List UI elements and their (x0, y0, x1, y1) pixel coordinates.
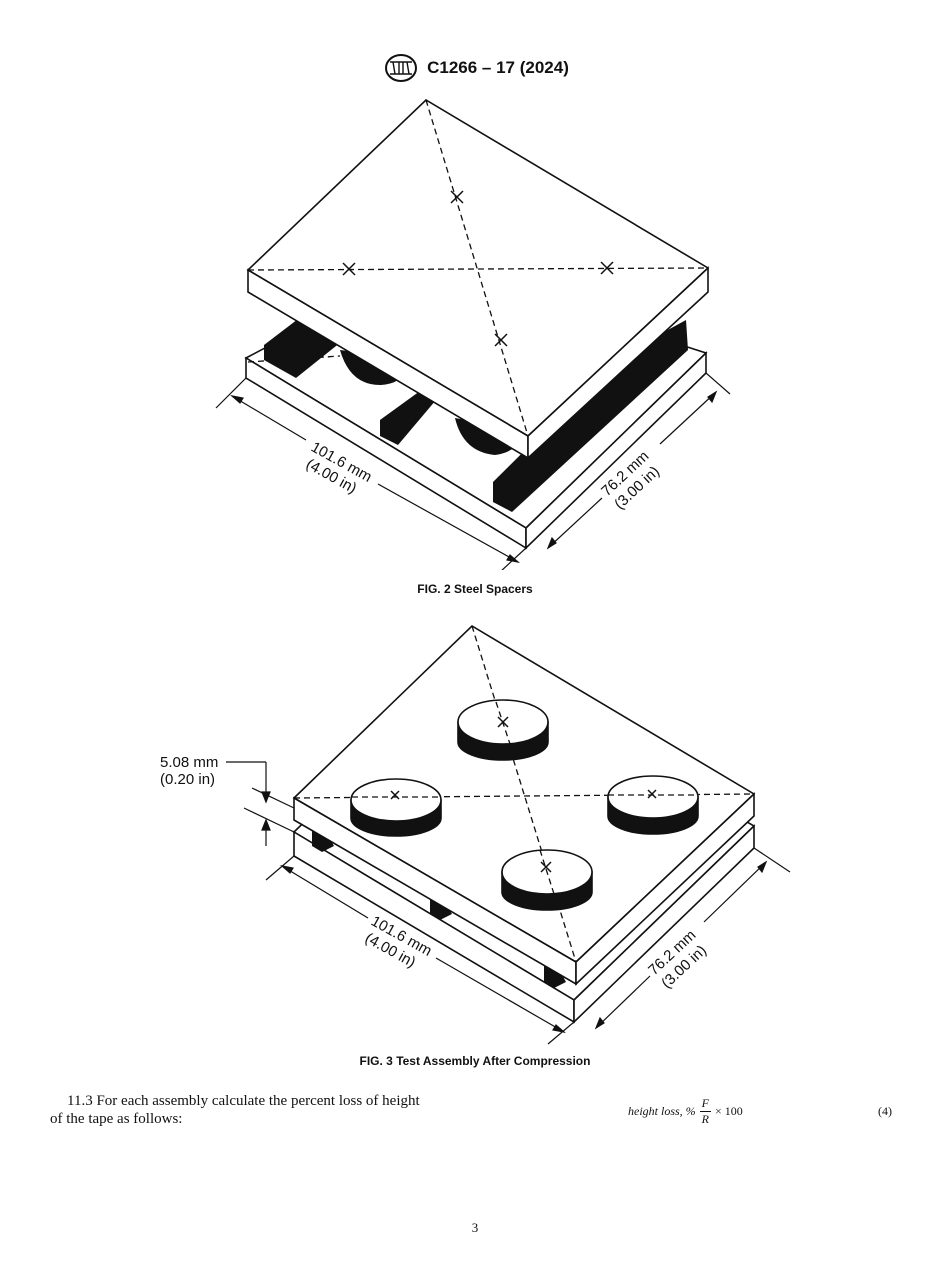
fig2-dimension-lines (215, 372, 731, 570)
equation-number: (4) (878, 1104, 892, 1118)
section-11-3-paragraph: 11.3 For each assembly calculate the per… (50, 1092, 470, 1128)
fig2-caption: FIG. 2 Steel Spacers (417, 582, 533, 596)
section-text-line2: of the tape as follows: (50, 1111, 183, 1127)
fig3-dimension-lines (265, 847, 791, 1045)
page-number: 3 (471, 1220, 479, 1235)
equation-denominator: R (701, 1112, 710, 1126)
fig2-bottom-plate-hidden-line (247, 355, 341, 363)
fig2-steel-spacers (264, 316, 688, 512)
fig3-caption: FIG. 3 Test Assembly After Compression (359, 1054, 591, 1068)
fig2-top-plate (246, 99, 710, 460)
equation-4: height loss, % F R × 100 (628, 1096, 743, 1127)
fig2-center-marks (342, 190, 614, 347)
fig3-gap-dim-mm: 5.08 mm (160, 754, 218, 771)
section-number: 11.3 (67, 1093, 93, 1109)
equation-numerator: F (699, 1096, 712, 1112)
fig2-diagonals (247, 99, 709, 437)
equation-fraction: F R (699, 1096, 712, 1127)
section-text-line1: For each assembly calculate the percent … (96, 1093, 420, 1109)
standard-designation: C1266 – 17 (2024) (427, 58, 569, 77)
fig3-center-marks (390, 716, 657, 873)
page-header: C1266 – 17 (2024) (0, 52, 950, 84)
fig3-drawing: 5.08 mm (0.20 in) 101.6 mm (4.00 in) 76.… (160, 624, 791, 1045)
equation-rhs: × 100 (715, 1104, 743, 1118)
astm-logo-icon (385, 54, 418, 82)
equation-lhs: height loss, % (628, 1104, 696, 1118)
fig2-drawing: 101.6 mm (4.00 in) 76.2 mm (3.00 in) (215, 99, 731, 570)
fig3-tape-discs (350, 699, 699, 911)
fig3-gap-dimension (226, 761, 295, 846)
fig3-gap-dim-in: (0.20 in) (160, 771, 215, 788)
fig3-steel-spacers (312, 828, 566, 988)
